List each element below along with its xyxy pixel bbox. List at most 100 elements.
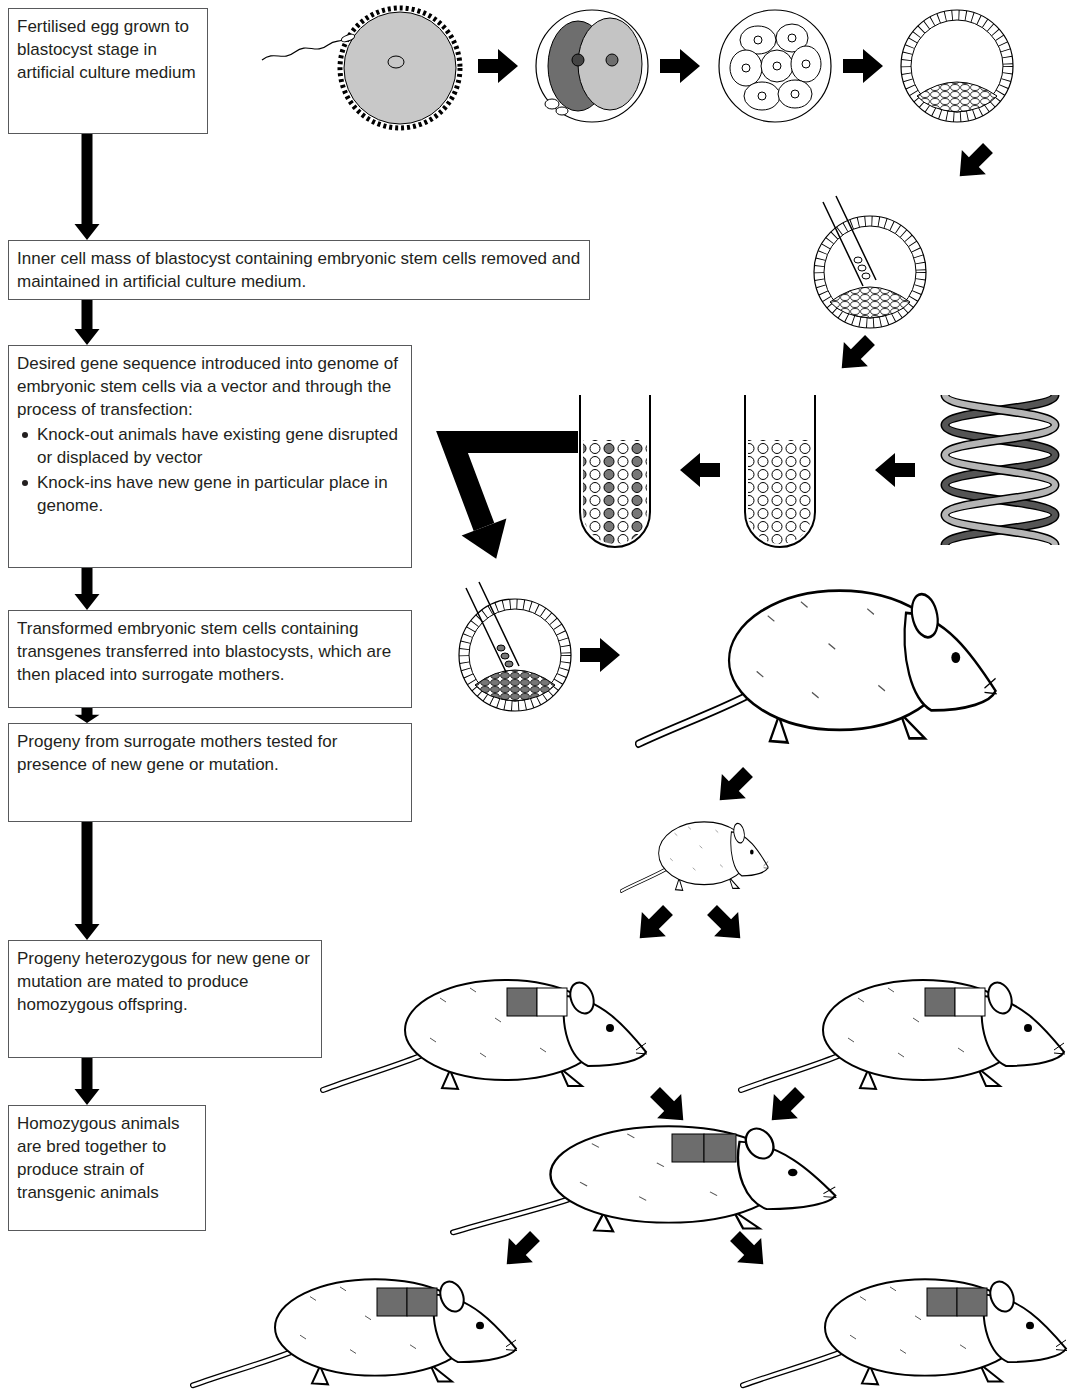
dna-strand [945,395,1055,545]
homozygous-mouse [454,1125,837,1232]
allele-square [955,988,985,1016]
trophoblast-cells [819,221,921,323]
nucleus [802,60,810,68]
allele-square [377,1288,407,1316]
bent-arrow-head [462,518,519,567]
block-arrow [660,49,700,83]
cell [778,80,812,108]
blastocyst-injection [459,582,571,711]
stem-cell [858,265,866,271]
stem-cell [854,257,862,263]
transfected-cells [583,440,647,544]
process-box: Homozygous animals are bred together to … [8,1105,206,1231]
two-cell-embryo [536,10,648,122]
blastocyst-pipette [814,196,926,328]
block-arrow [830,328,882,380]
block-arrow [680,453,720,487]
blastocyst-outline [459,599,571,711]
block-arrow [580,638,620,672]
sperm-tail [262,40,342,60]
embryo-outline [719,10,831,122]
flow-arrow [75,568,100,610]
stem-cells [748,440,812,544]
stem-cell [501,653,509,659]
zona-pellucida [340,8,460,128]
allele-square [407,1288,437,1316]
test-tube [745,395,815,547]
tube-outline [745,395,815,547]
baby-mouse [621,821,768,891]
dna-strand [945,395,1055,545]
nucleus [572,54,584,66]
trophoblast-cells [906,15,1008,117]
block-arrow [708,760,760,812]
process-box: Progeny from surrogate mothers tested fo… [8,723,412,822]
allele-square [925,988,955,1016]
nucleus [754,36,762,44]
block-arrow [478,49,518,83]
allele-square [704,1134,736,1162]
nucleus [791,90,799,98]
bullet-text: Knock-out animals have existing gene dis… [17,423,403,469]
block-arrow [723,1224,775,1276]
fertilised-egg [262,8,460,128]
cell [744,82,780,110]
homozygous-mouse [193,1278,517,1385]
allele-square [537,988,567,1016]
pipette [823,196,876,286]
homozygous-mouse [743,1278,1067,1385]
box-text: Transformed embryonic stem cells contain… [17,617,403,686]
box-text: Progeny from surrogate mothers tested fo… [17,730,403,776]
bent-arrow [452,442,578,567]
cell [761,50,793,82]
flow-arrow [75,1058,100,1105]
genotype-squares [377,988,987,1316]
box-text: Desired gene sequence introduced into ge… [17,352,403,421]
process-box: Transformed embryonic stem cells contain… [8,610,412,708]
flow-arrow [75,708,100,723]
process-box: Inner cell mass of blastocyst containing… [8,240,590,300]
process-box: Desired gene sequence introduced into ge… [8,345,412,568]
block-arrow [875,453,915,487]
blastocyst [901,10,1013,122]
stem-cell [862,273,870,279]
allele-square [957,1288,987,1316]
process-box: Progeny heterozygous for new gene or mut… [8,940,322,1058]
block-arrow [843,49,883,83]
bullet-dot [22,432,28,438]
egg-cell [344,12,456,124]
inner-cell-mass [917,82,997,112]
cell [578,18,642,110]
block-arrow [643,1080,695,1132]
test-tube [580,395,650,547]
block-arrow [628,898,680,950]
polar-body [556,107,568,115]
morula [719,10,831,122]
box-text: Inner cell mass of blastocyst containing… [17,247,581,293]
dna-strand [945,395,1055,545]
pipette [466,582,519,672]
flow-arrow [75,134,100,240]
block-arrow [760,1080,812,1132]
nucleus [388,56,404,68]
allele-square [507,988,537,1016]
block-arrow [495,1224,547,1276]
nucleus [788,34,796,42]
embryo-outline [536,10,648,122]
flow-arrow [75,822,100,940]
allele-square [672,1134,704,1162]
heterozygous-mouse [323,979,647,1090]
inner-cell-mass [830,287,910,318]
blastocoel [824,226,916,318]
allele-square [927,1288,957,1316]
stem-cell [497,645,505,651]
flow-arrow [75,300,100,345]
nucleus [742,64,750,72]
bent-arrow-shaft [452,442,578,527]
block-arrow [700,898,752,950]
polar-body [545,99,559,109]
heterozygous-mouse [741,979,1065,1090]
dna-helix [945,395,1055,545]
cell [730,50,762,86]
